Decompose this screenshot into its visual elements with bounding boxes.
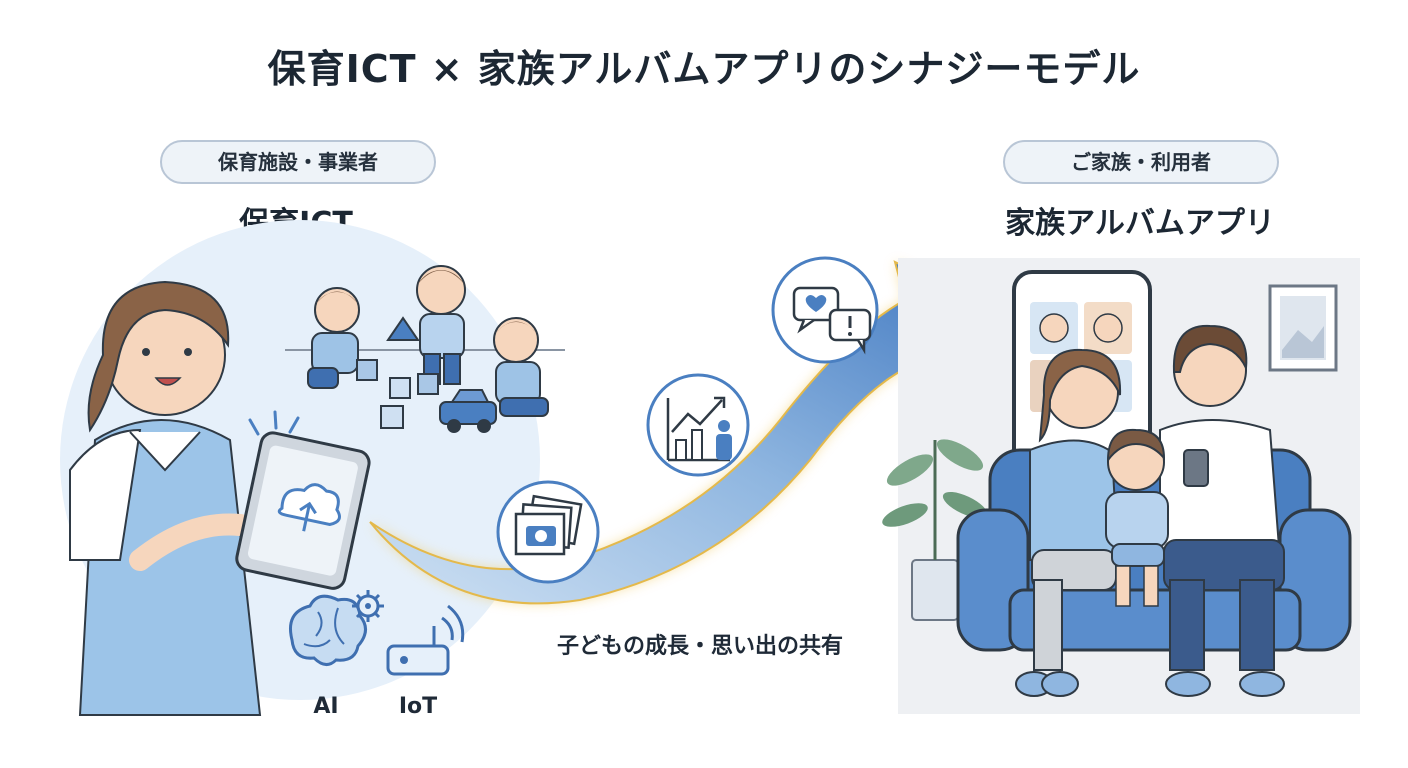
iot-device-icon — [386, 604, 465, 676]
growth-chart-icon — [646, 373, 750, 477]
chat-bubbles-icon — [771, 256, 879, 364]
wall-picture-icon — [1268, 284, 1338, 372]
ai-label: AI — [313, 694, 339, 719]
nursery-teacher — [69, 280, 262, 716]
page-title: 保育ICT × 家族アルバムアプリのシナジーモデル — [267, 47, 1141, 91]
family-album-heading: 家族アルバムアプリ — [1005, 206, 1275, 241]
mother — [1015, 348, 1122, 697]
handheld-phone-icon — [1183, 449, 1209, 487]
gear-icon — [352, 590, 384, 622]
sharing-caption: 子どもの成長・思い出の共有 — [556, 634, 843, 659]
camera-photos-icon — [496, 480, 600, 584]
cloud-upload-icon — [277, 483, 341, 532]
tablet-signal-icon — [248, 410, 300, 436]
father — [1159, 324, 1285, 697]
family-pill: ご家族・利用者 — [1003, 140, 1279, 184]
playing-children — [285, 265, 565, 433]
brain-icon — [289, 594, 367, 666]
iot-label: IoT — [398, 694, 438, 719]
child — [1105, 428, 1169, 607]
facility-pill: 保育施設・事業者 — [160, 140, 436, 184]
tablet-device — [235, 431, 371, 590]
